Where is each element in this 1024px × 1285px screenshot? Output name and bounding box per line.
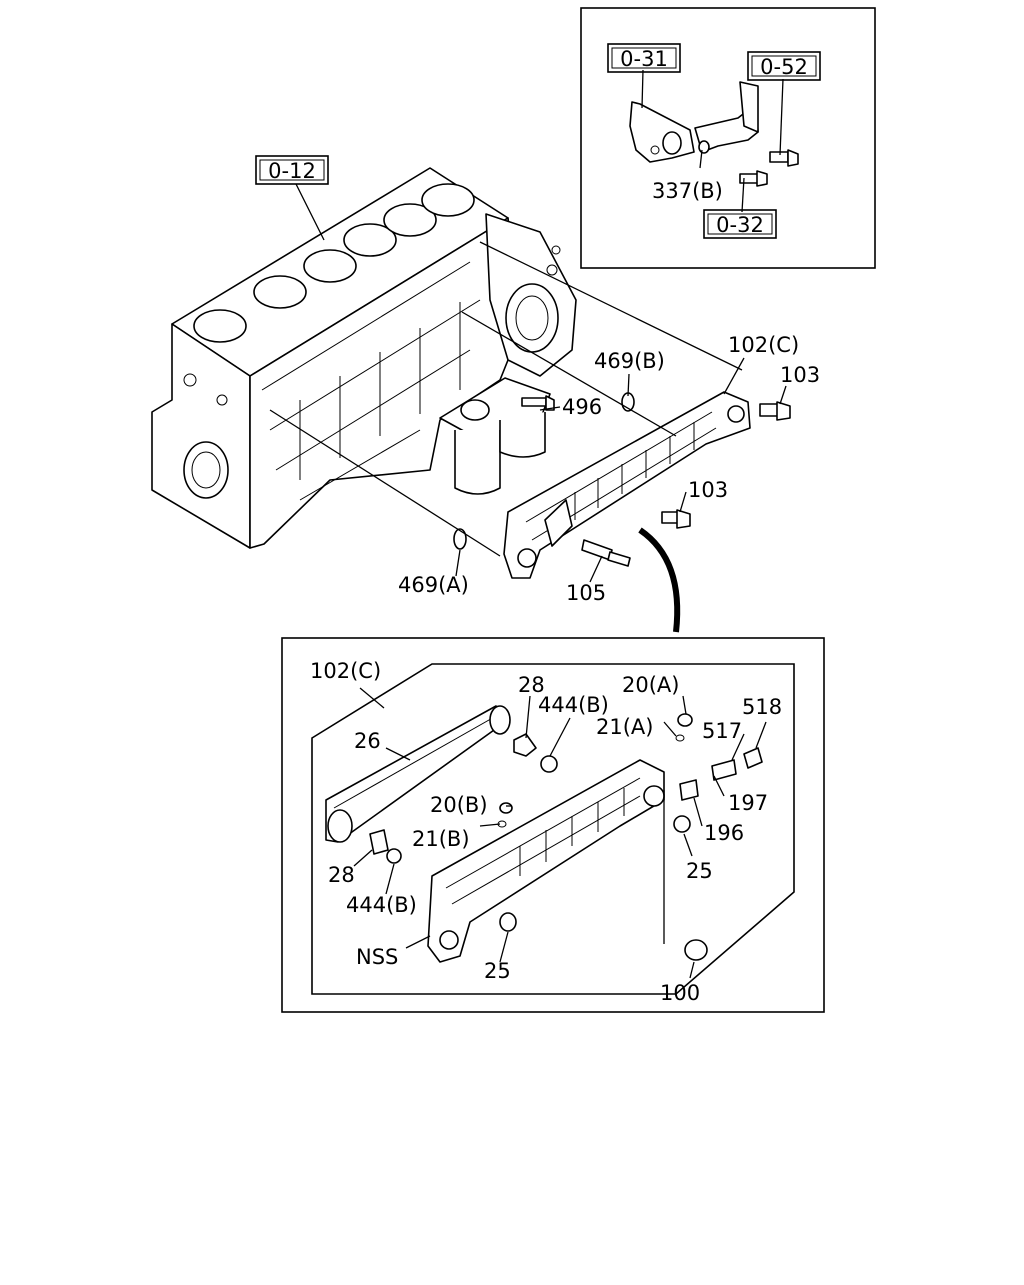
label-469b: 469(B) [594,349,665,373]
label-21b: 21(B) [412,827,470,851]
inset-top-leaders [641,69,784,213]
label-444b-top: 444(B) [538,693,609,717]
callout-0-12-text: 0-12 [268,159,316,183]
label-20a: 20(A) [622,673,679,697]
label-196: 196 [704,821,744,845]
callout-0-12: 0-12 [255,155,329,185]
label-517: 517 [702,719,742,743]
label-26: 26 [354,729,381,753]
label-337b: 337(B) [652,179,723,203]
label-103-top: 103 [780,363,820,387]
label-105: 105 [566,581,606,605]
label-103-mid: 103 [688,478,728,502]
oil-filter-drawing [439,377,555,495]
label-197: 197 [728,791,768,815]
callout-0-31: 0-31 [607,43,681,73]
label-469a: 469(A) [398,573,469,597]
label-444b-bottom: 444(B) [346,893,417,917]
engine-block-drawing [151,167,577,549]
dashed-ref-lines [269,241,743,557]
label-100: 100 [660,981,700,1005]
callout-0-32-text: 0-32 [716,213,764,237]
label-28-top: 28 [518,673,545,697]
label-25-bottom: 25 [484,959,511,983]
label-102c-detail: 102(C) [310,659,381,683]
label-496: 496 [562,395,602,419]
label-20b: 20(B) [430,793,488,817]
detail-inner-frame [311,663,795,995]
detail-leaders [353,687,767,979]
label-518: 518 [742,695,782,719]
label-25-right: 25 [686,859,713,883]
inset-frame-top [580,7,876,269]
callout-0-31-text: 0-31 [620,47,668,71]
callout-0-52: 0-52 [747,51,821,81]
label-21a: 21(A) [596,715,653,739]
label-102c-top: 102(C) [728,333,799,357]
label-nss: NSS [356,945,398,969]
oil-cooler-detail-drawing [325,705,763,963]
detail-arrow [638,527,681,633]
callout-0-32: 0-32 [703,209,777,239]
thermostat-housing-drawing [629,81,799,187]
label-28-bottom: 28 [328,863,355,887]
callout-0-52-text: 0-52 [760,55,808,79]
detail-frame [281,637,825,1013]
oil-cooler-main-drawing [453,391,791,579]
main-leaders [295,183,787,583]
